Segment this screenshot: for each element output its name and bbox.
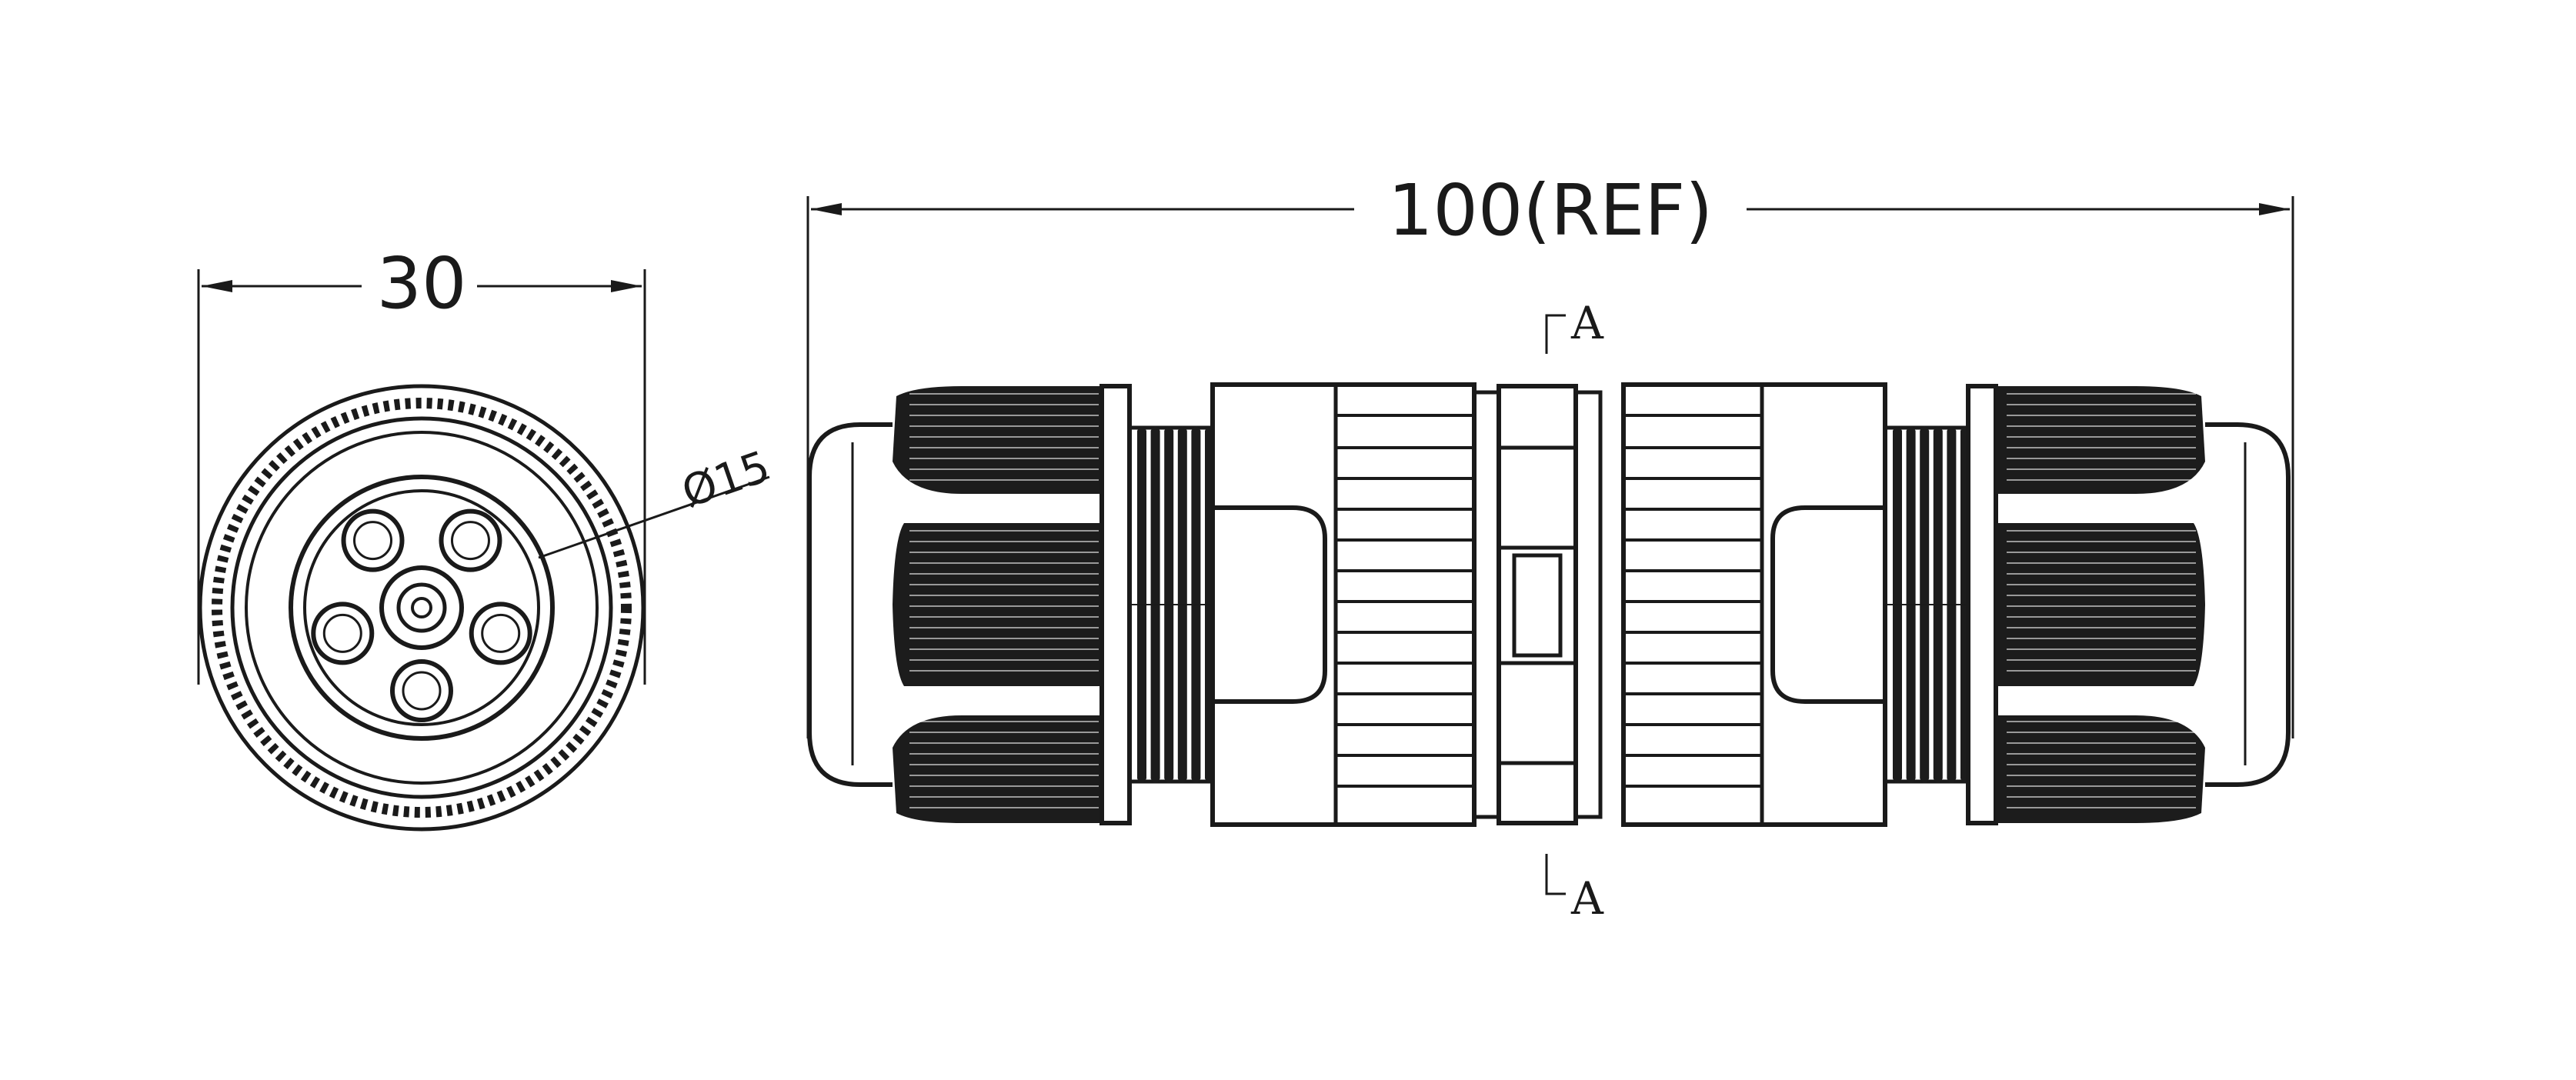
- right-latch-window: [1770, 505, 1885, 704]
- contact-hole: [390, 659, 453, 722]
- left-knurled-nut: [893, 386, 1102, 823]
- right-knurled-nut: [1996, 386, 2205, 823]
- left-nut-middle-lobe: [893, 523, 1102, 686]
- left-coupling-body: [1210, 382, 1477, 827]
- contact-hole: [439, 508, 502, 572]
- center-window: [1512, 553, 1563, 658]
- contact-hole-inner: [402, 671, 442, 711]
- center-pin-outer: [379, 565, 464, 650]
- contact-hole-inner: [481, 613, 521, 653]
- end-view: 30 Ø15: [197, 242, 776, 832]
- bore-diameter-label: Ø15: [676, 442, 776, 518]
- right-nut-flange: [1966, 384, 1998, 825]
- inner-ring-2: [245, 431, 599, 785]
- center-pin-core: [411, 597, 432, 618]
- right-nut-top-lobe: [1996, 386, 2205, 494]
- right-thread: [1883, 425, 1970, 784]
- knurl-band: [212, 398, 632, 818]
- left-nut-flange: [1099, 384, 1132, 825]
- side-view: 100(REF) A A: [806, 169, 2294, 925]
- left-end-cap: [807, 422, 893, 787]
- section-marker-top: [1545, 314, 1566, 354]
- center-pin-inner: [396, 582, 447, 633]
- section-label-top: A: [1570, 297, 1604, 349]
- insert-ring-outer: [289, 475, 555, 741]
- contact-holes: [311, 508, 532, 722]
- diameter-leader: [538, 475, 770, 559]
- width-dimension-label: 30: [376, 242, 466, 325]
- length-dimension-label: 100(REF): [1388, 169, 1713, 252]
- contact-hole: [311, 602, 375, 665]
- left-thread: [1127, 425, 1215, 784]
- right-nut-middle-lobe: [1996, 523, 2205, 686]
- right-grip-ribs: [1623, 414, 1762, 788]
- left-nut-top-lobe: [893, 386, 1102, 494]
- center-ring-right: [1573, 390, 1603, 819]
- contact-hole-inner: [353, 521, 393, 561]
- left-latch-window: [1213, 505, 1327, 704]
- contact-hole-inner: [322, 613, 362, 653]
- outer-ring: [198, 384, 646, 832]
- inner-ring-1: [230, 416, 613, 799]
- right-end-cap: [2205, 422, 2291, 787]
- insert-ring-inner: [303, 489, 540, 726]
- left-grip-ribs: [1336, 414, 1474, 788]
- contact-hole: [341, 508, 405, 572]
- center-body: [1497, 384, 1578, 825]
- section-label-bottom: A: [1570, 872, 1604, 925]
- center-ring-left: [1472, 390, 1501, 819]
- section-marker-bottom: [1545, 854, 1566, 895]
- contact-hole: [469, 602, 532, 665]
- contact-hole-inner: [450, 521, 490, 561]
- right-coupling-body: [1621, 382, 1887, 827]
